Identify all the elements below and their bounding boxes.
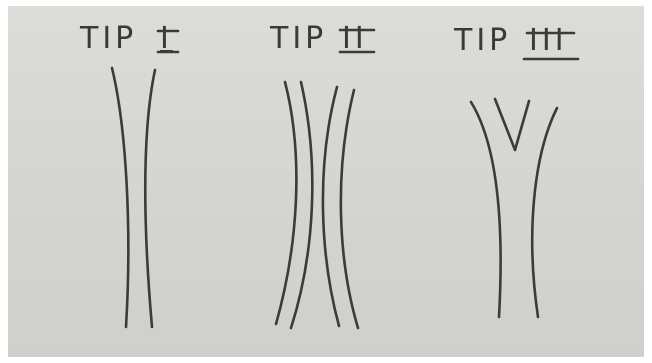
type-1-strand-left <box>112 68 128 327</box>
type-3-strand-fork <box>495 99 529 150</box>
type-3-label-numeral: III <box>529 23 568 58</box>
paper-sheet: TIP I TIP II TIP III <box>8 6 644 357</box>
type-3-strand-left <box>471 102 501 317</box>
sketch-canvas: TIP I TIP II TIP III <box>8 6 644 357</box>
type-3-label-prefix: TIP <box>453 23 511 58</box>
type-1-strand-right <box>145 70 155 327</box>
type-1-label-prefix: TIP <box>79 21 137 56</box>
type-1-group: TIP I <box>79 21 178 327</box>
type-2-label-prefix: TIP <box>269 21 327 56</box>
type-2-group: TIP II <box>269 21 374 328</box>
type-3-group: TIP III <box>453 23 578 317</box>
type-2-strand-1 <box>276 82 296 324</box>
type-2-strand-4 <box>341 90 358 328</box>
type-3-strand-right <box>532 108 557 317</box>
type-2-strand-2 <box>291 82 312 328</box>
type-2-strand-3 <box>323 87 339 326</box>
